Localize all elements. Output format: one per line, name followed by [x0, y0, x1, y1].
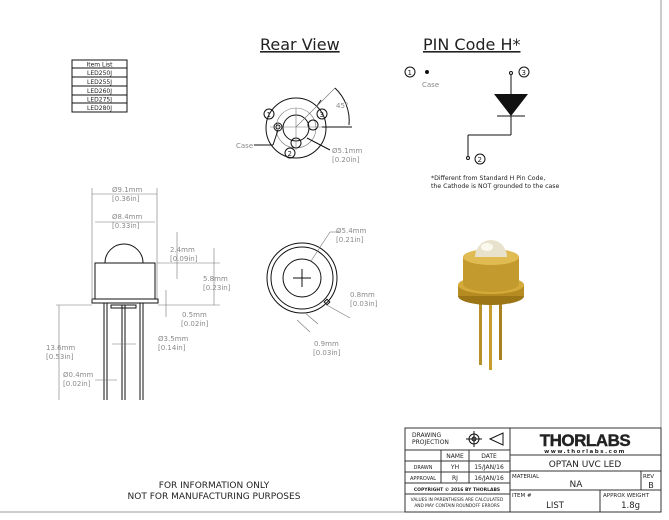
name-header: NAME [446, 453, 464, 460]
pin-diagram: 1 Case 3 2 *Different from Standard H Pi… [404, 66, 560, 190]
rear-view-title: Rear View [260, 35, 340, 54]
item-list-row: LED255J [87, 79, 112, 86]
pin-1-label: 1 [408, 69, 412, 77]
dim-d2-in: [0.33in] [112, 222, 140, 230]
dim-d3: Ø3.5mm [158, 335, 188, 343]
website: www.thorlabs.com [544, 449, 626, 455]
pin-2-label: 2 [478, 156, 482, 164]
dim-top-w2: 0.9mm [314, 340, 339, 348]
drawn-date: 15/JAN/16 [474, 464, 504, 471]
rear-diameter-in: [0.20in] [332, 156, 360, 164]
case-label: Case [236, 142, 253, 150]
pin-number: 3 [320, 111, 324, 119]
pin-note-1: *Different from Standard H Pin Code, [431, 175, 545, 182]
rear-diameter: Ø5.1mm [332, 147, 362, 155]
dim-d4-in: [0.02in] [63, 380, 91, 388]
pin-number: 2 [288, 150, 292, 158]
side-view-drawing: Ø9.1mm [0.36in] Ø8.4mm [0.33in] 2.4mm [0… [46, 186, 231, 400]
dim-h3: 0.5mm [182, 311, 207, 319]
values-note-2: AND MAY CONTAIN ROUNDOFF ERRORS [414, 503, 500, 509]
dim-d2: Ø8.4mm [112, 213, 142, 221]
item-list-row: LED280J [87, 105, 112, 112]
drawing-title: OPTAN UVC LED [549, 460, 622, 470]
dim-d1: Ø9.1mm [112, 186, 142, 194]
dim-l1: 13.6mm [46, 344, 75, 352]
dim-l1-in: [0.53in] [46, 353, 74, 361]
thorlabs-logo: THORLABS [540, 431, 631, 450]
approval-name: RJ [452, 475, 458, 482]
copyright: COPYRIGHT © 2016 BY THORLABS [414, 487, 500, 493]
rev-value: B [648, 481, 654, 490]
pin-code-title: PIN Code H* [423, 35, 521, 54]
dim-top-w2-in: [0.03in] [313, 349, 341, 357]
dim-h1-in: [0.09in] [170, 255, 198, 263]
date-header: DATE [481, 453, 497, 460]
top-view-drawing: Ø5.4mm [0.21in] 0.8mm [0.03in] 0.9mm [0.… [266, 227, 378, 357]
values-note-1: VALUES IN PARENTHESIS ARE CALCULATED [411, 497, 504, 503]
item-list-row: LED250J [87, 70, 112, 77]
item-list-table: Item List LED250J LED255J LED260J LED275… [71, 59, 128, 113]
angle-label: 45° [336, 102, 348, 110]
diode-icon [494, 94, 528, 116]
item-label: ITEM # [512, 493, 532, 499]
item-value: LIST [546, 501, 565, 511]
pin-number: 1 [267, 111, 271, 119]
item-list-header: Item List [86, 62, 113, 69]
info-only-note: FOR INFORMATION ONLY [159, 481, 270, 491]
dim-h2-in: [0.23in] [203, 284, 231, 292]
led-3d-render [458, 240, 524, 370]
item-list-row: LED260J [87, 88, 112, 95]
dim-h2: 5.8mm [203, 275, 228, 283]
rear-view-drawing: 1 2 3 45° Case Ø5.1mm [0.20in] [236, 87, 362, 164]
dim-top-d-in: [0.21in] [336, 236, 364, 244]
dim-d4: Ø0.4mm [63, 371, 93, 379]
dim-h1: 2.4mm [170, 246, 195, 254]
rev-label: REV [643, 474, 654, 480]
dim-d1-in: [0.36in] [112, 195, 140, 203]
not-for-manufacturing-note: NOT FOR MANUFACTURING PURPOSES [128, 492, 301, 502]
case-label: Case [422, 81, 439, 89]
approval-label: APPROVAL [410, 476, 436, 482]
drawn-name: YH [450, 464, 459, 471]
dim-top-w1-in: [0.03in] [350, 300, 378, 308]
material-value: NA [570, 480, 584, 490]
weight-value: 1.8g [621, 501, 640, 511]
dim-d3-in: [0.14in] [158, 344, 186, 352]
drawn-label: DRAWN [414, 465, 433, 471]
material-label: MATERIAL [512, 474, 540, 480]
dim-top-w1: 0.8mm [350, 291, 375, 299]
item-list-row: LED275J [87, 97, 112, 104]
weight-label: APPROX WEIGHT [603, 493, 650, 499]
projection-symbol-icon [466, 431, 504, 447]
pin-3-label: 3 [522, 69, 526, 77]
approval-date: 16/JAN/16 [474, 475, 504, 482]
dim-top-d: Ø5.4mm [336, 227, 366, 235]
dim-h3-in: [0.02in] [181, 320, 209, 328]
pin-note-2: the Cathode is NOT grounded to the case [431, 183, 560, 190]
